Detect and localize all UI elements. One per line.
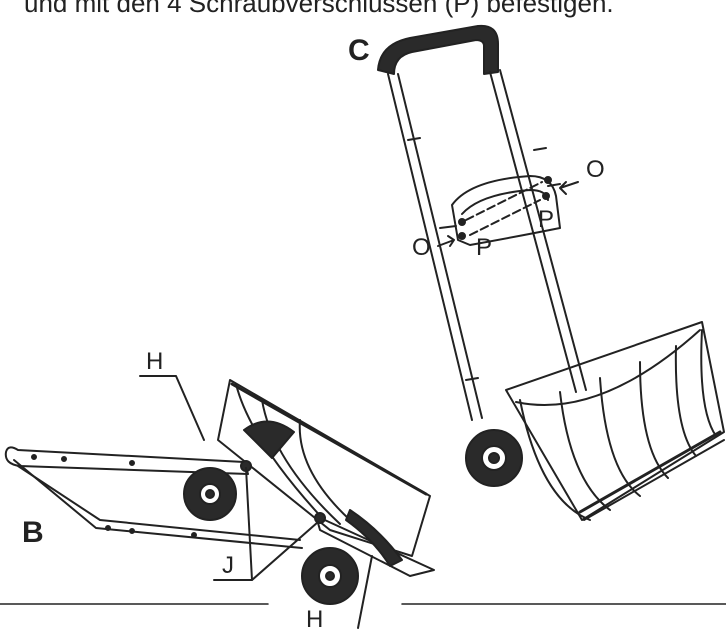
label-p-right: P (538, 206, 555, 233)
instruction-caption: und mit den 4 Schraubverschlüssen (P) be… (24, 0, 614, 18)
arrow-o-right (559, 181, 579, 195)
bolt-p-right (542, 192, 550, 200)
label-j: J (222, 552, 234, 579)
label-b: B (22, 516, 44, 549)
label-o-left: O (412, 234, 431, 261)
bolt-p-left (458, 232, 466, 240)
handle-grip (377, 24, 499, 75)
label-p-left: P (476, 234, 493, 261)
right-handle-tube (489, 71, 577, 393)
arrow-o-left (437, 235, 455, 247)
label-c: C (348, 34, 370, 67)
left-handle-tube (387, 73, 473, 421)
label-h-top: H (146, 348, 164, 375)
handle-frame-left (17, 465, 301, 541)
leader-h-top (139, 375, 205, 441)
leader-h-bottom (357, 555, 373, 629)
label-h-bottom: H (306, 606, 324, 633)
shovel-assembly-b (4, 375, 435, 629)
label-o-right: O (586, 156, 605, 183)
shovel-blade (505, 321, 725, 521)
assembled-shovel-c (377, 24, 725, 521)
